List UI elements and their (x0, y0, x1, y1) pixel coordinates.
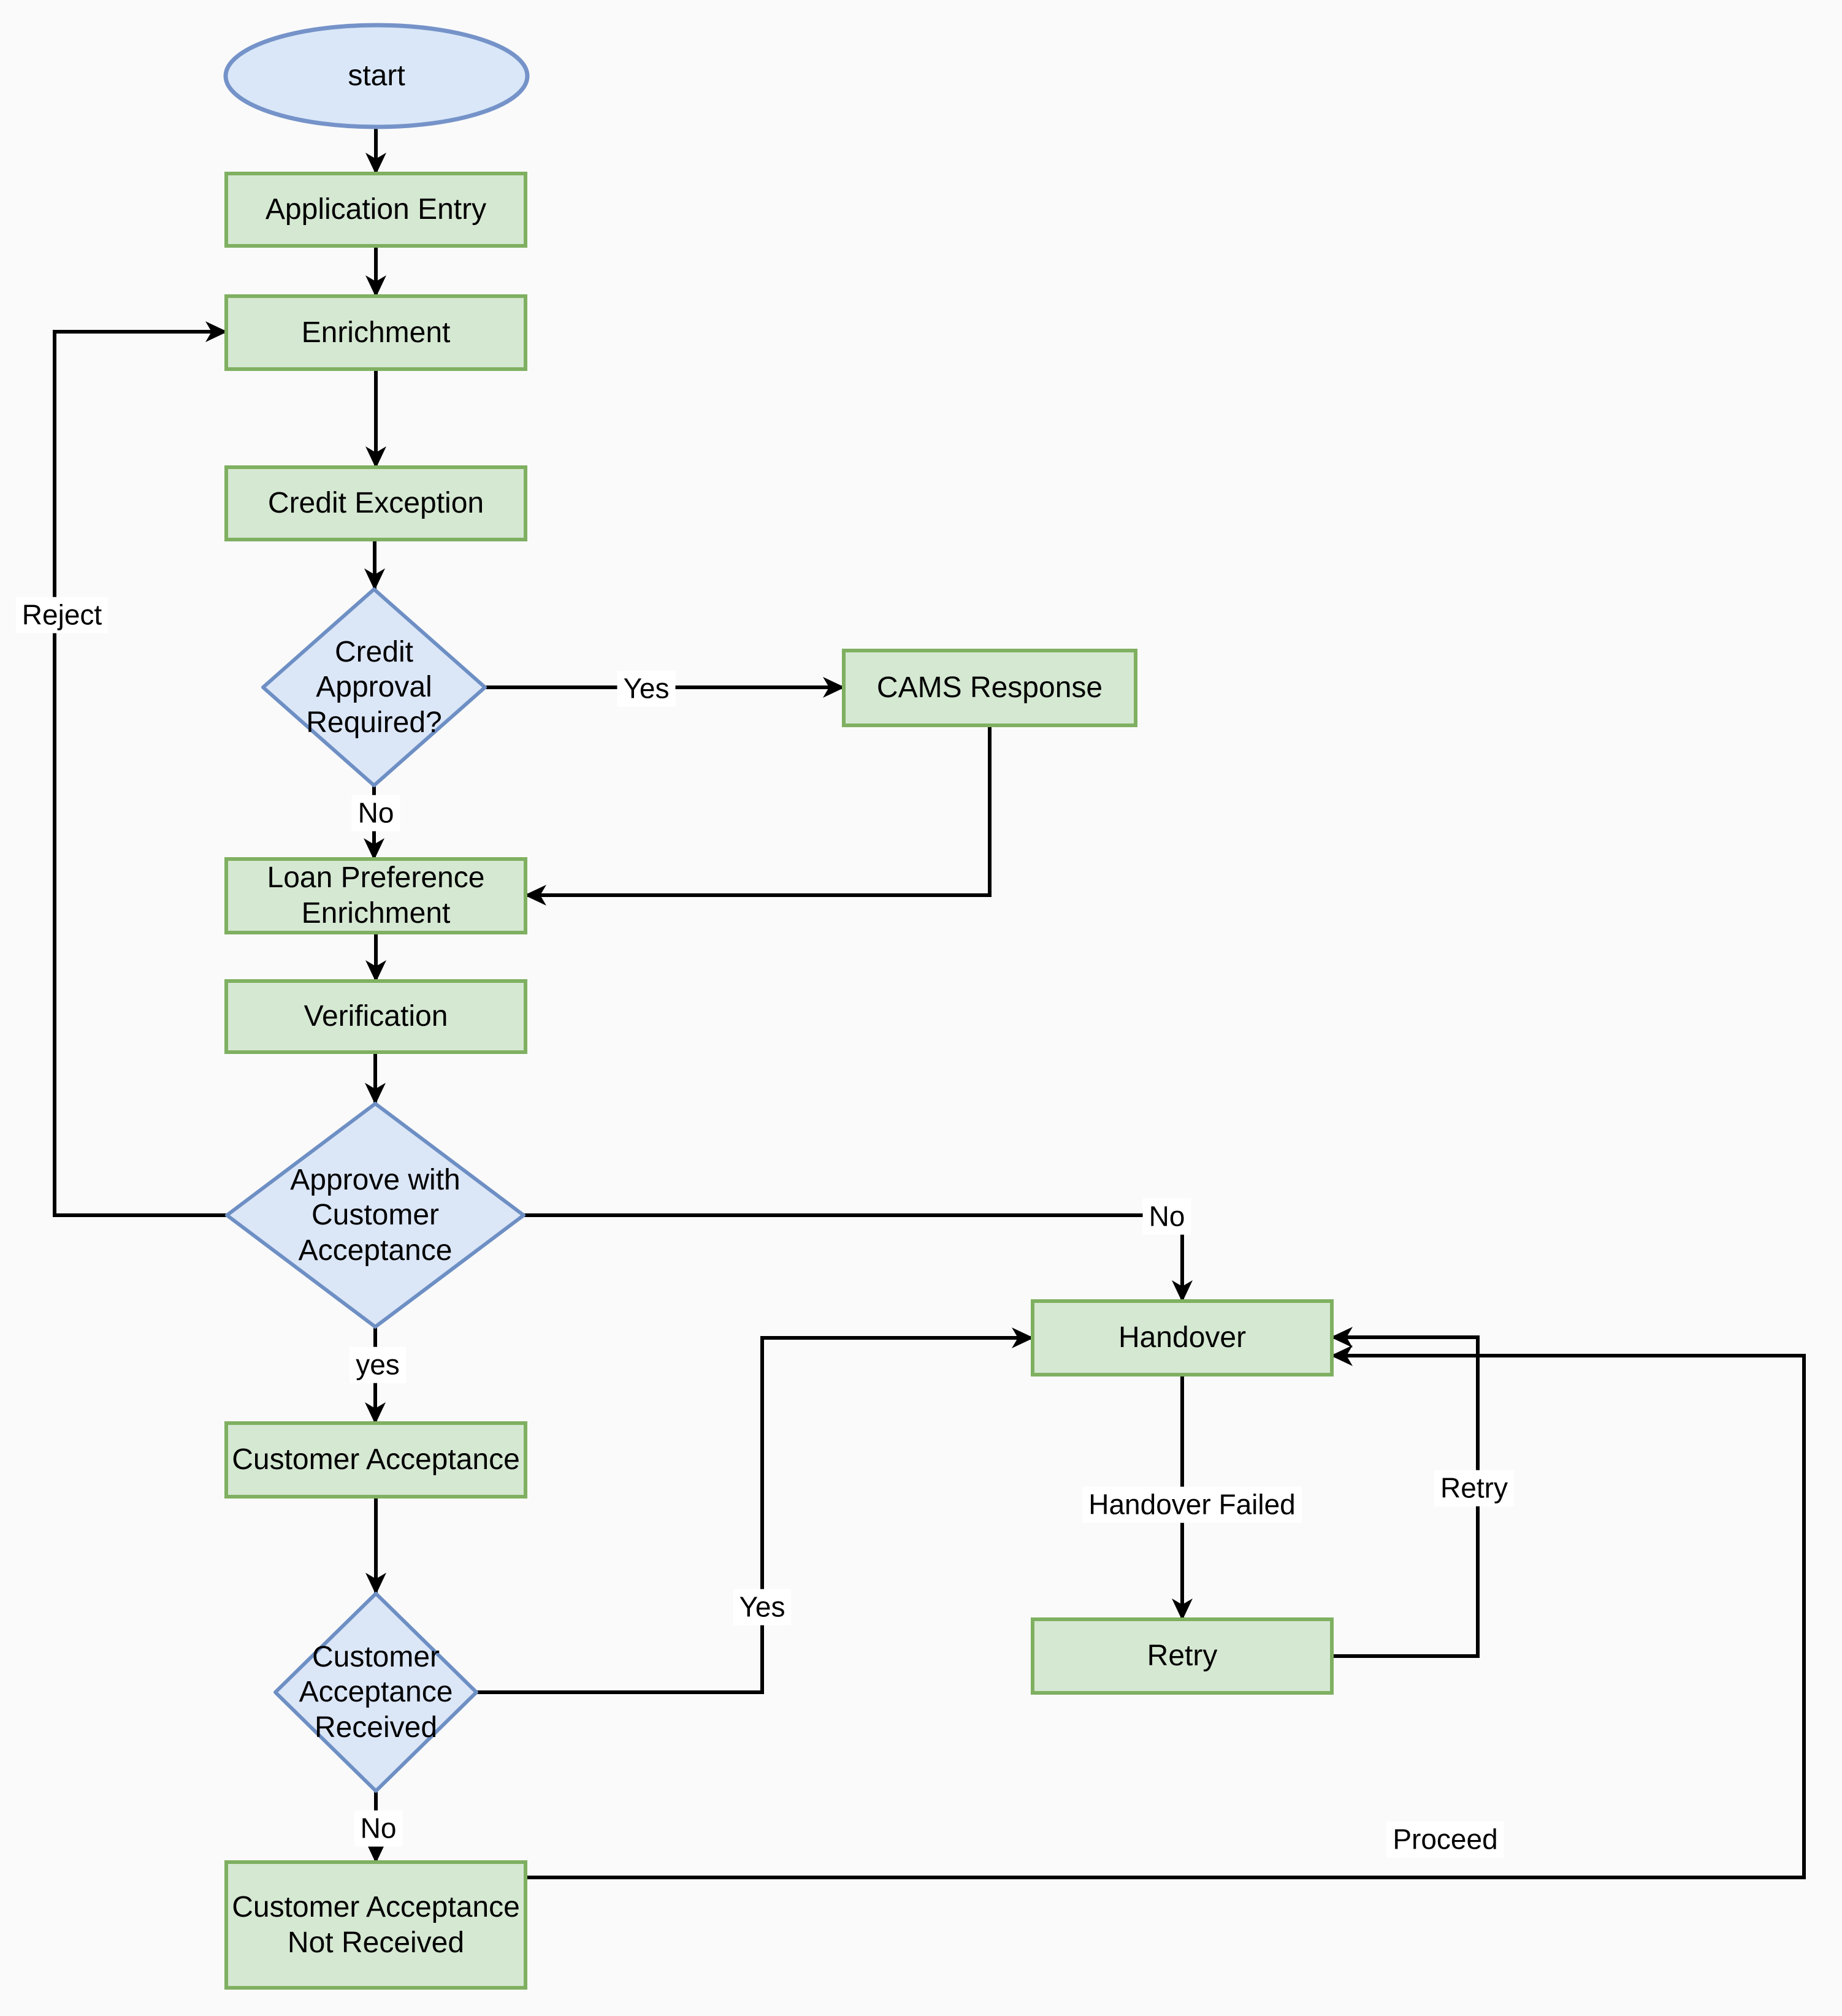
node-shape-customer-acceptance-received (273, 1592, 478, 1793)
node-shape-verification (224, 979, 527, 1054)
node-shape-handover (1031, 1299, 1334, 1376)
node-shape-credit-exception (224, 465, 527, 541)
edge-retry-loop-to-handover (1331, 1327, 1480, 1658)
node-shape-customer-acceptance-not-received (224, 1860, 527, 1990)
node-shape-credit-approval-required (261, 587, 487, 787)
edge-received-yes-to-handover (476, 1327, 1034, 1694)
node-shape-retry (1031, 1617, 1334, 1695)
node-shape-cams-response (842, 649, 1137, 727)
edge-approve-no-to-handover (524, 1213, 1193, 1302)
node-shape-customer-acceptance (224, 1421, 527, 1499)
edge-cams-to-loan-preference (524, 725, 992, 906)
edge-reject-loop-to-enrichment (53, 321, 227, 1217)
node-shape-loan-preference-enrichment (224, 857, 527, 934)
node-shape-application-entry (224, 172, 527, 248)
node-shape-enrichment (224, 294, 527, 371)
node-shape-start (223, 23, 530, 129)
node-shape-approve-with-customer-acceptance (225, 1102, 525, 1329)
edge-proceed-to-handover (525, 1345, 1806, 1879)
